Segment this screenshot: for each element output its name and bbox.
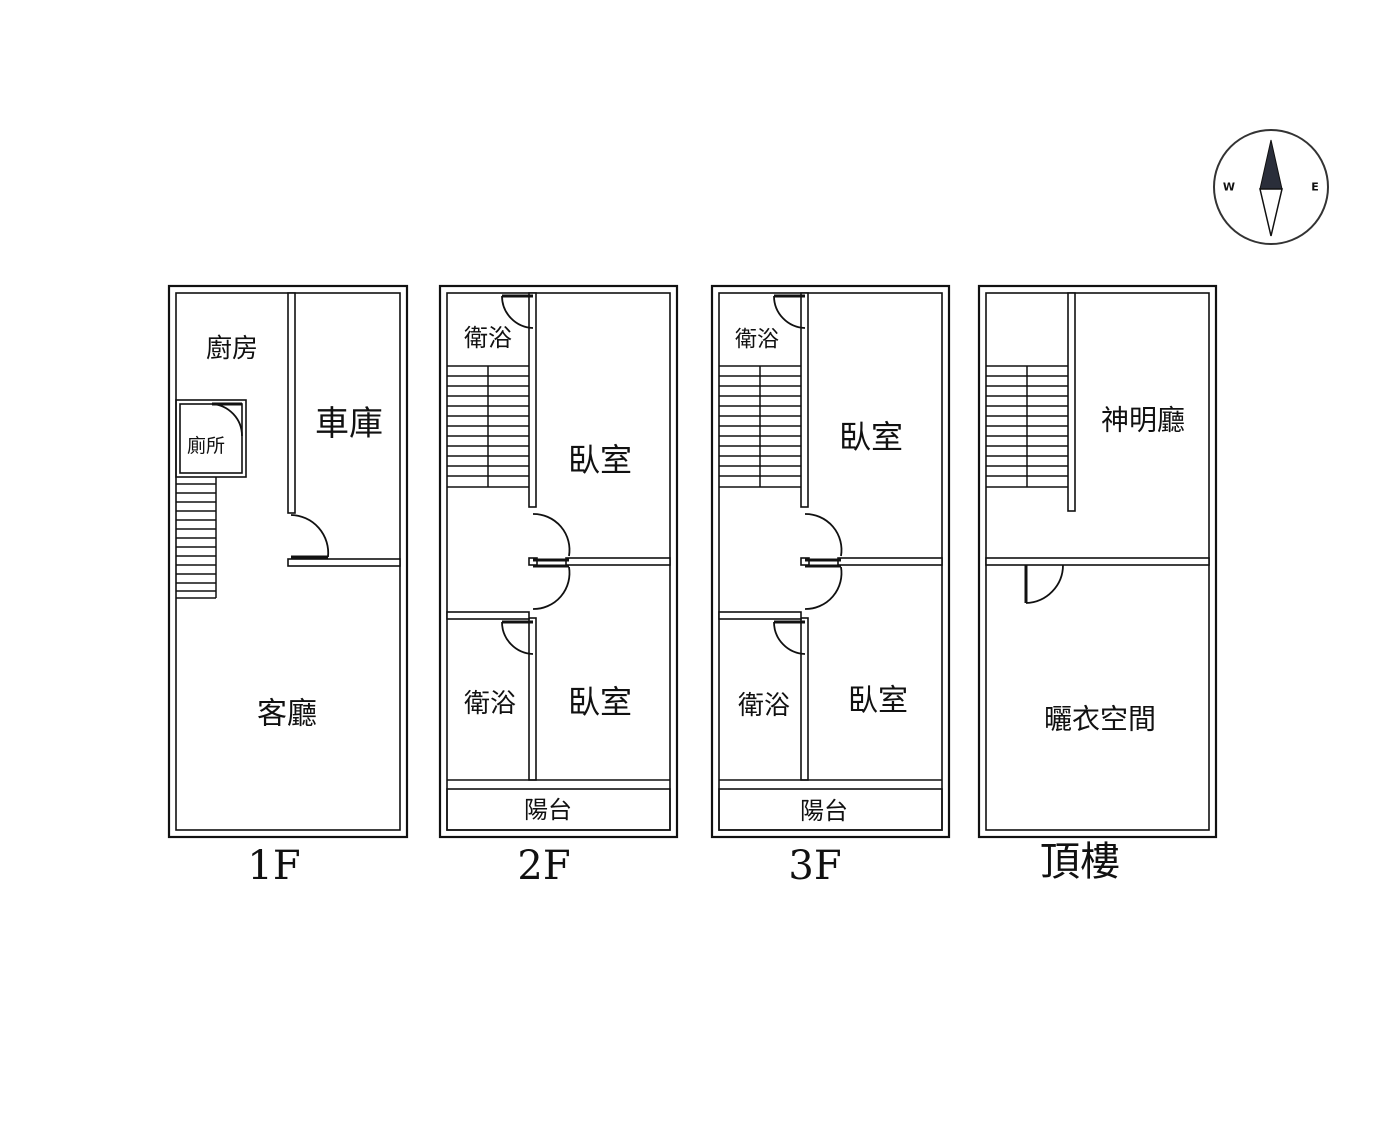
room-bath-bottom-label: 衛浴	[738, 691, 790, 721]
room-garage-label: 車庫	[315, 404, 383, 444]
partition-vertical-top	[800, 292, 809, 508]
outer-wall	[977, 284, 1218, 839]
partition-vertical-bottom	[528, 617, 537, 781]
room-bedroom-bottom-label: 臥室	[848, 684, 908, 719]
room-laundry-label: 曬衣空間	[1044, 703, 1156, 736]
floor-3f-label: 3F	[788, 843, 841, 889]
bedroom-bottom-door-swing	[804, 566, 843, 610]
room-kitchen-label: 廚房	[206, 334, 258, 364]
toilet-wall	[175, 399, 247, 478]
outer-wall	[438, 284, 679, 839]
outer-wall	[710, 284, 951, 839]
bedroom-top-door-swing	[532, 513, 571, 557]
staircase	[986, 365, 1068, 488]
floor-2f-plan: 衛浴 臥室 衛浴 臥室 陽台 2F	[438, 284, 679, 889]
compass-south-needle	[1259, 188, 1283, 237]
room-bath-top-label: 衛浴	[735, 328, 779, 353]
room-toilet-label: 廁所	[187, 434, 225, 457]
floor-3f-plan: 衛浴 臥室 衛浴 臥室 陽台 3F	[710, 284, 951, 889]
garage-door-swing	[290, 514, 330, 558]
partition-vertical-bottom	[800, 617, 809, 781]
toilet-wall-inner	[179, 403, 243, 474]
room-balcony-label: 陽台	[800, 797, 848, 825]
balcony-wall	[718, 788, 943, 831]
staircase	[719, 365, 801, 488]
partition-bath-bottom	[446, 611, 530, 620]
bedroom-bottom-door-swing	[532, 566, 571, 610]
staircase	[176, 477, 217, 599]
bath-bottom-door-swing	[501, 621, 534, 655]
room-balcony-label: 陽台	[524, 796, 572, 824]
bath-top-door-swing	[501, 295, 534, 329]
outer-wall	[167, 284, 409, 839]
bedroom-top-door-swing	[804, 513, 843, 557]
garage-wall-left	[287, 292, 296, 514]
room-bedroom-top-label: 臥室	[839, 418, 903, 456]
floor-1f-label: 1F	[247, 843, 300, 889]
partition-bath-bottom	[718, 611, 802, 620]
bath-bottom-door-swing	[773, 621, 806, 655]
partition-horizontal	[985, 557, 1210, 566]
compass-east-label: E	[1311, 181, 1319, 194]
floor-rooftop-plan: 神明廳 曬衣空間 頂樓	[977, 284, 1218, 885]
partition-bedrooms	[565, 557, 671, 566]
compass: W E	[1213, 129, 1329, 245]
floor-2f-label: 2F	[517, 843, 570, 889]
bath-top-door-swing	[773, 295, 806, 329]
partition-vertical	[1067, 292, 1076, 512]
balcony-wall	[446, 788, 671, 831]
room-living-label: 客廳	[257, 697, 317, 732]
partition-bedrooms	[837, 557, 943, 566]
room-bedroom-top-label: 臥室	[568, 441, 632, 479]
staircase	[447, 365, 529, 488]
room-bedroom-bottom-label: 臥室	[568, 683, 632, 721]
laundry-door-swing	[1025, 564, 1064, 604]
partition-vertical-top	[528, 292, 537, 508]
room-bath-bottom-label: 衛浴	[464, 689, 516, 719]
room-shrine-label: 神明廳	[1101, 404, 1185, 437]
room-bath-top-label: 衛浴	[464, 324, 512, 352]
floor-1f-plan: 廚房 廁所 車庫 客廳 1F	[167, 284, 409, 889]
floor-rooftop-label: 頂樓	[1040, 839, 1120, 885]
compass-west-label: W	[1223, 181, 1235, 194]
garage-wall-bottom	[287, 558, 401, 567]
toilet-door-swing	[211, 403, 243, 437]
